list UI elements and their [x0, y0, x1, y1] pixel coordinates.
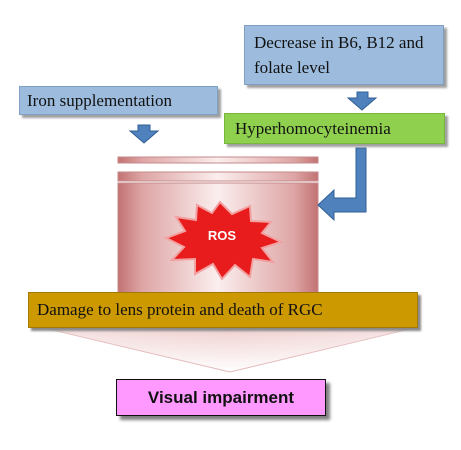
visual-impairment-box: Visual impairment — [116, 379, 326, 416]
ros-burst — [163, 200, 284, 281]
iron-supplementation-box: Iron supplementation — [19, 86, 218, 115]
cylinder-lid-top — [117, 156, 319, 164]
damage-label: Damage to lens protein and death of RGC — [37, 300, 323, 319]
damage-box: Damage to lens protein and death of RGC — [28, 292, 418, 328]
ros-label: ROS — [208, 228, 237, 243]
bent-arrow-hyper — [317, 147, 367, 222]
visual-impairment-label: Visual impairment — [147, 388, 295, 407]
down-arrow-iron — [128, 124, 160, 144]
decrease-vitamins-box: Decrease in B6, B12 and folate level — [244, 25, 444, 85]
cylinder-lid-bottom — [117, 171, 319, 182]
hyperhomocyteinemia-label: Hyperhomocyteinemia — [235, 119, 391, 138]
down-arrow-decrease — [346, 91, 378, 111]
decrease-vitamins-label: Decrease in B6, B12 and folate level — [254, 33, 424, 77]
hyperhomocyteinemia-box: Hyperhomocyteinemia — [224, 113, 445, 144]
iron-supplementation-label: Iron supplementation — [27, 91, 172, 110]
